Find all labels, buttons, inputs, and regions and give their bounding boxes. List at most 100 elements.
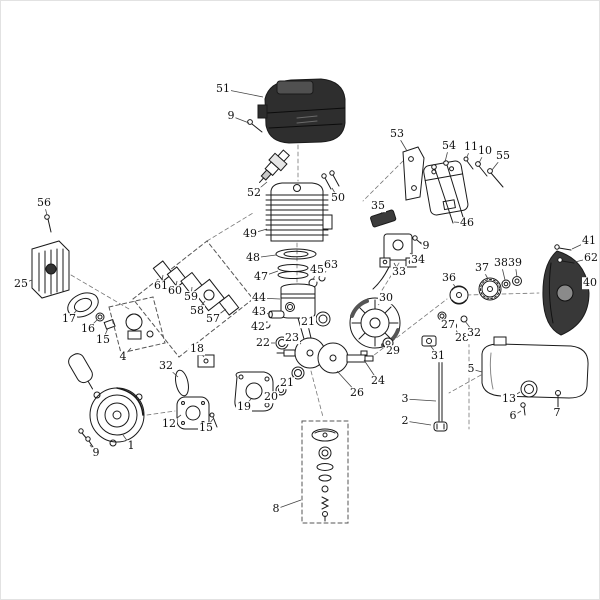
part-callout-61: 61 [153, 279, 169, 293]
part-callout-52: 52 [246, 186, 262, 200]
case-gasket-drawing [175, 369, 189, 397]
cover-screws-drawing [554, 244, 575, 264]
part-callout-36: 36 [441, 271, 457, 285]
leader-line [404, 398, 437, 402]
part-callout-55: 55 [495, 149, 511, 163]
part-callout-21: 21 [300, 315, 316, 329]
part-callout-16: 16 [80, 322, 96, 336]
part-callout-18: 18 [189, 342, 205, 356]
part-callout-44: 44 [251, 291, 267, 305]
part-callout-43: 43 [251, 305, 267, 319]
part-callout-41: 41 [581, 234, 597, 248]
fuel-tank-drawing [481, 336, 589, 399]
heat-plate-drawing [370, 209, 397, 228]
part-callout-49: 49 [242, 227, 258, 241]
piston-pin-drawing [268, 310, 285, 319]
tank-screws-drawing [520, 390, 561, 416]
part-callout-15: 15 [95, 333, 111, 347]
part-callout-15: 15 [198, 421, 214, 435]
part-callout-59: 59 [183, 290, 199, 304]
part-callout-35: 35 [370, 199, 386, 213]
clutch-cover-drawing [542, 250, 590, 336]
part-callout-45: 45 [309, 263, 325, 277]
filter-hardware-drawing [95, 312, 116, 330]
part-callout-21: 21 [279, 376, 295, 390]
part-callout-46: 46 [459, 216, 475, 230]
part-callout-56: 56 [36, 196, 52, 210]
piston-rings-drawing [277, 264, 309, 279]
part-callout-51: 51 [215, 82, 231, 96]
part-callout-9: 9 [421, 239, 431, 253]
part-callout-4: 4 [118, 350, 128, 364]
muffler-drawing [423, 160, 469, 216]
starter-screws-drawing [78, 428, 94, 448]
part-callout-47: 47 [253, 270, 269, 284]
primer-assembly-drawing [108, 296, 166, 354]
part-callout-48: 48 [245, 251, 261, 265]
part-callout-63: 63 [323, 258, 339, 272]
part-callout-53: 53 [389, 127, 405, 141]
muffler-bolts-drawing [431, 160, 464, 224]
part-callout-23: 23 [284, 331, 300, 345]
part-callout-19: 19 [236, 400, 252, 414]
part-callout-7: 7 [552, 406, 562, 420]
part-callout-13: 13 [501, 392, 517, 406]
part-callout-54: 54 [441, 139, 457, 153]
part-callout-38: 38 [493, 256, 509, 270]
air-filter-cover-drawing [31, 240, 70, 299]
engine-cover-drawing [257, 78, 346, 144]
part-callout-33: 33 [391, 265, 407, 279]
part-callout-42: 42 [250, 320, 266, 334]
part-callout-30: 30 [378, 291, 394, 305]
part-callout-39: 39 [507, 256, 523, 270]
crankshaft-drawing [276, 316, 374, 374]
part-callout-28: 28 [454, 331, 470, 345]
engine-mount-drawing [197, 354, 215, 368]
part-callout-5: 5 [466, 362, 476, 376]
starter-pawl-drawing [421, 335, 437, 347]
part-callout-9: 9 [91, 446, 101, 460]
part-callout-37: 37 [474, 261, 490, 275]
part-callout-27: 27 [440, 318, 456, 332]
spark-plug-drawing [259, 149, 290, 183]
assembly-dashed-lines [70, 144, 540, 430]
bracket-drawing [402, 146, 425, 201]
part-callout-17: 17 [61, 312, 77, 326]
part-callout-3: 3 [400, 392, 410, 406]
cylinder-drawing [265, 182, 333, 242]
part-callout-8: 8 [271, 502, 281, 516]
part-callout-32: 32 [466, 326, 482, 340]
clutch-kit-drawing [301, 420, 349, 524]
part-callout-9: 9 [226, 109, 236, 123]
fuel-line-drawing [433, 356, 448, 432]
starter-gasket-drawing [176, 396, 210, 430]
part-callout-24: 24 [370, 374, 386, 388]
clutch-drum-drawing [478, 276, 522, 301]
part-callout-2: 2 [400, 414, 410, 428]
part-callout-60: 60 [167, 284, 183, 298]
part-callout-34: 34 [410, 253, 426, 267]
clutch-drawing [449, 285, 469, 305]
part-callout-57: 57 [205, 312, 221, 326]
part-callout-1: 1 [126, 439, 136, 453]
part-callout-26: 26 [349, 386, 365, 400]
part-callout-11: 11 [463, 140, 479, 154]
part-callout-32: 32 [158, 359, 174, 373]
part-callout-31: 31 [430, 349, 446, 363]
part-callout-50: 50 [330, 191, 346, 205]
crank-bearing-top-drawing [315, 311, 331, 327]
cylinder-gasket-drawing [275, 248, 317, 260]
case-screw-drawing [209, 412, 218, 428]
cylinder-bolts-drawing [321, 170, 340, 190]
part-callout-40: 40 [582, 276, 598, 290]
part-callout-25: 25 [13, 277, 29, 291]
part-callout-62: 62 [583, 251, 599, 265]
part-callout-6: 6 [508, 409, 518, 423]
air-filter-element-drawing [67, 292, 99, 318]
part-callout-20: 20 [263, 390, 279, 404]
part-callout-58: 58 [189, 304, 205, 318]
crank-bearing-bottom-drawing [291, 366, 305, 380]
